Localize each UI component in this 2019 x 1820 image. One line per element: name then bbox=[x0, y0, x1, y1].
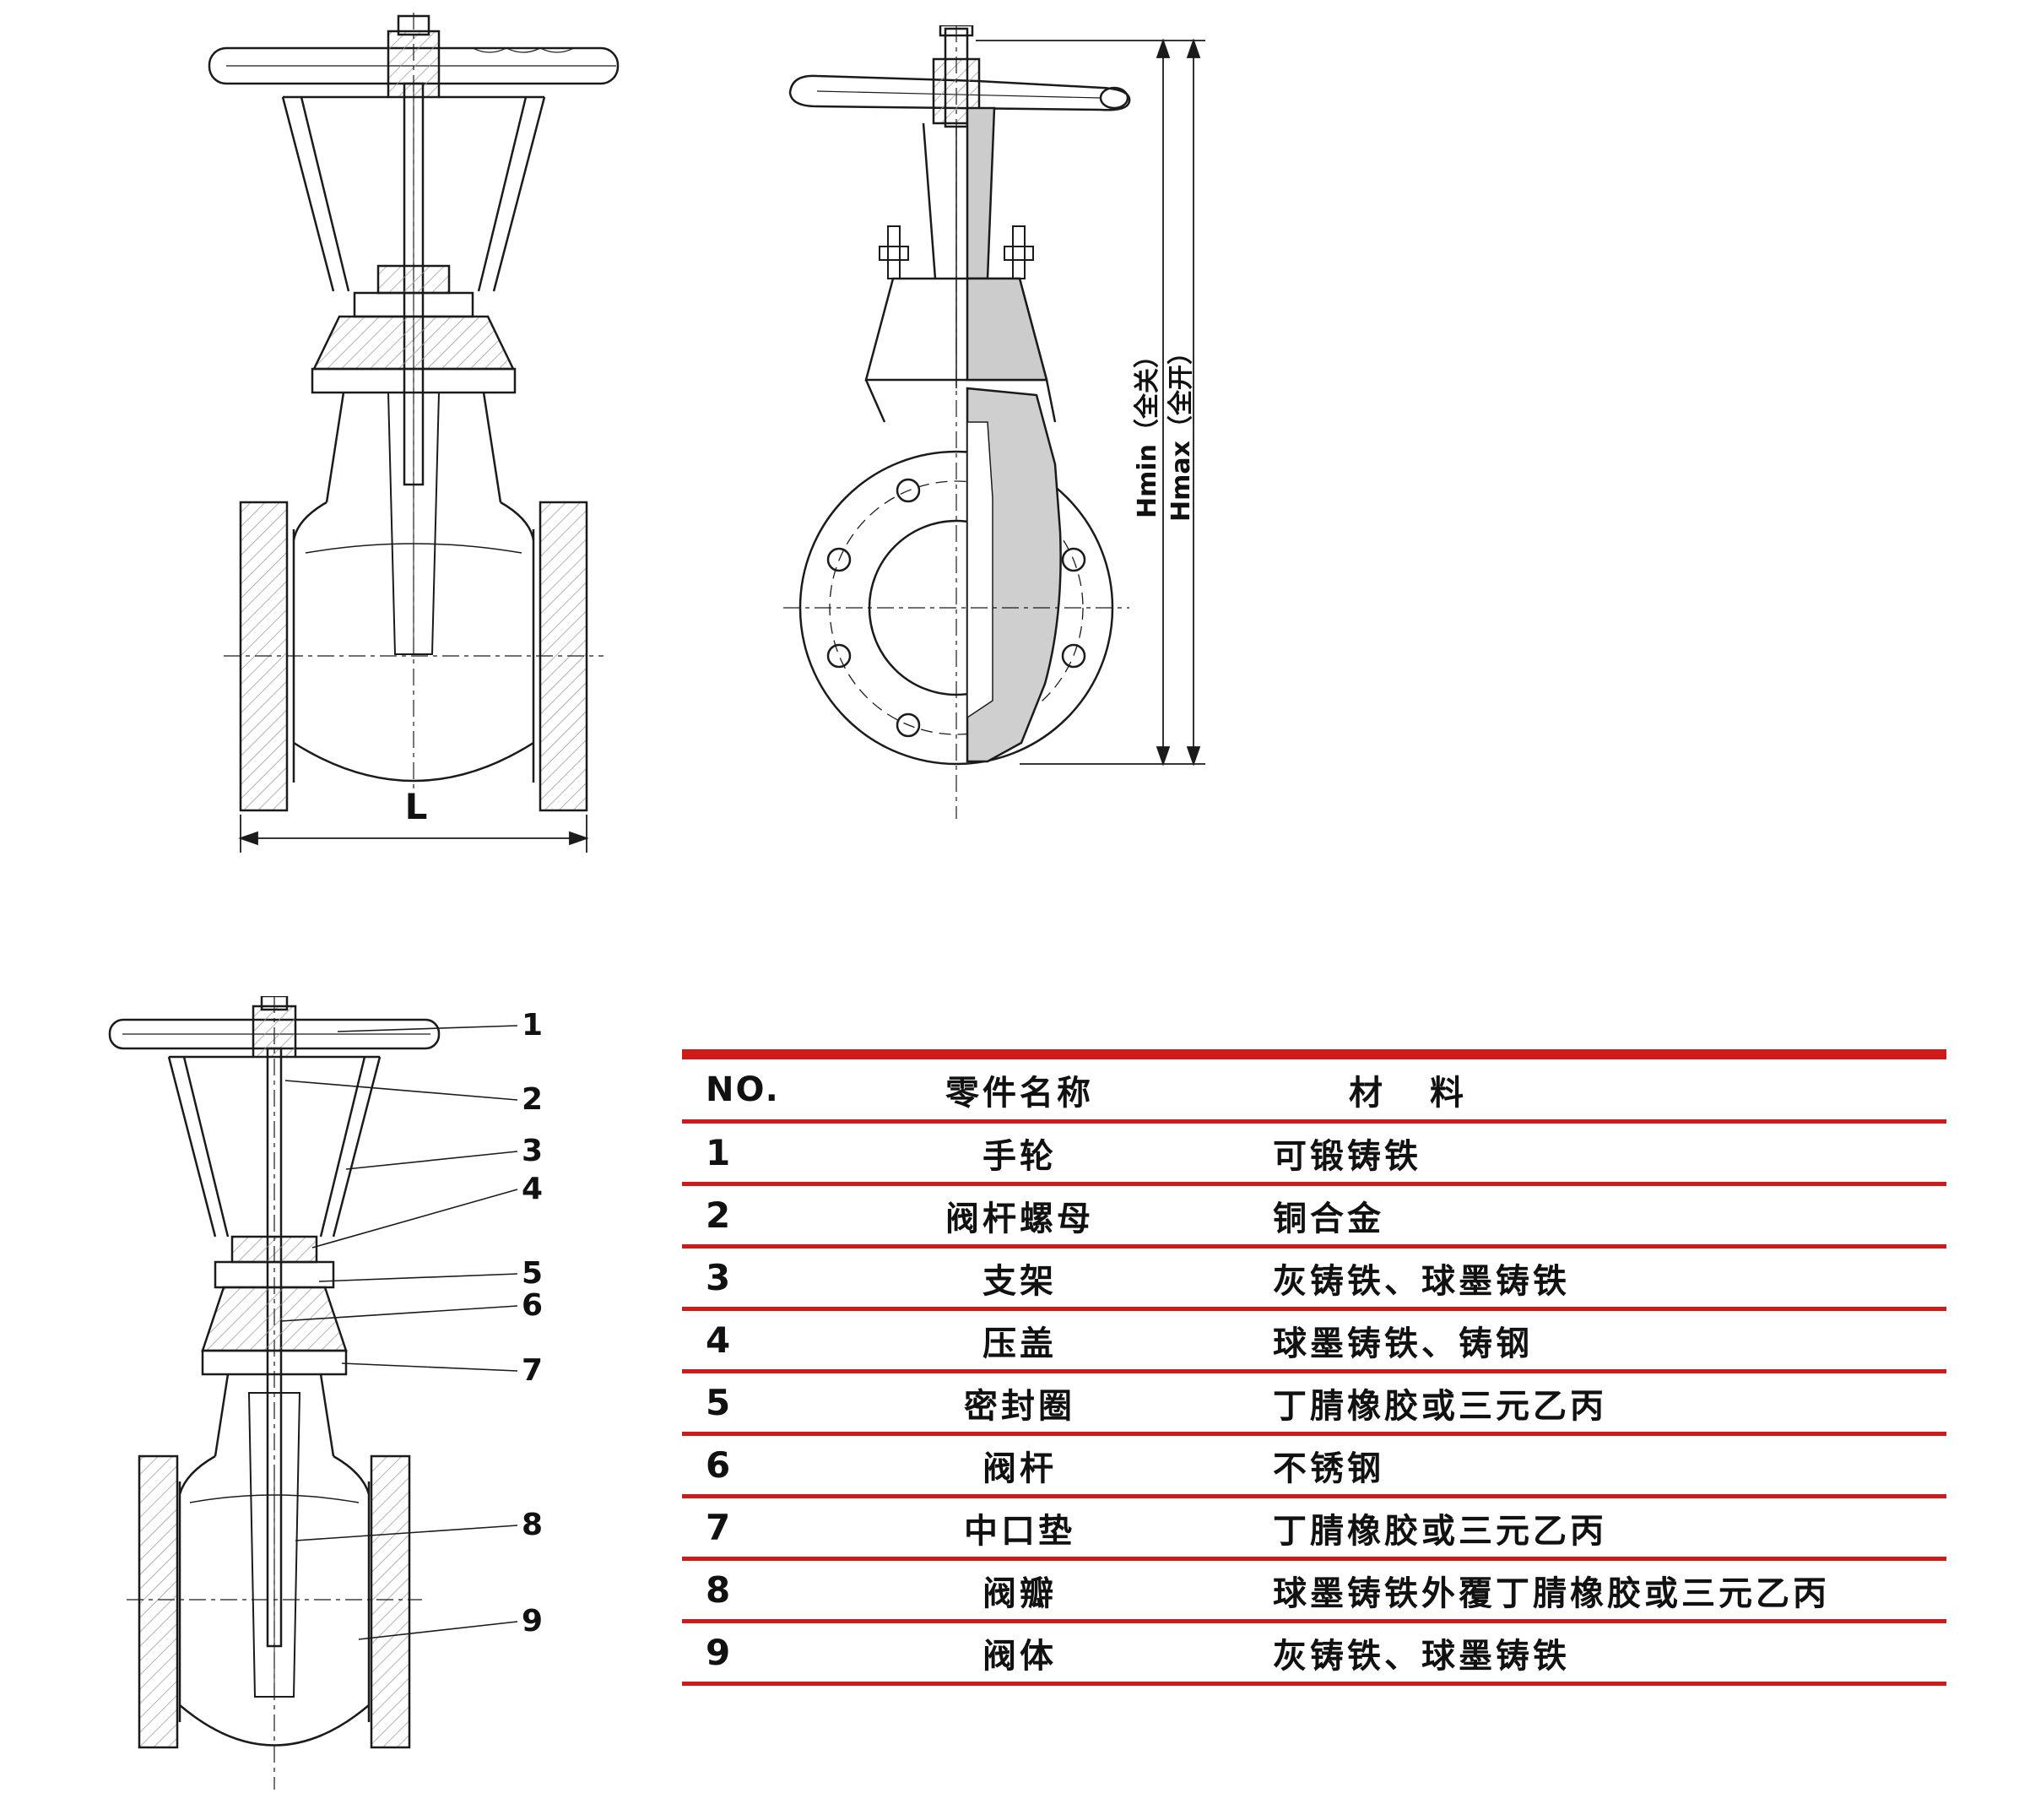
table-row: 3 支架 灰铸铁、球墨铸铁 bbox=[682, 1249, 1946, 1311]
dimension-hmax-label: Hmax（全开） bbox=[1166, 339, 1196, 522]
centerlines bbox=[783, 25, 1129, 819]
valve-section-view: 1 2 3 4 5 6 7 8 9 bbox=[59, 996, 566, 1806]
cell-material: 丁腈橡胶或三元乙丙 bbox=[1273, 1511, 1607, 1551]
parts-table: NO. 零件名称 材 料 1 手轮 可锻铸铁 2 阀杆螺母 铜合金 3 支架 灰… bbox=[682, 1049, 1946, 1686]
cell-no: 3 bbox=[706, 1257, 733, 1298]
dimension-L-lines bbox=[238, 815, 589, 853]
callout-leader-lines bbox=[280, 1025, 518, 1640]
cell-no: 1 bbox=[706, 1132, 733, 1173]
table-header-row: NO. 零件名称 材 料 bbox=[682, 1059, 1946, 1124]
cell-part-name: 压盖 bbox=[982, 1324, 1057, 1363]
table-row: 7 中口垫 丁腈橡胶或三元乙丙 bbox=[682, 1498, 1946, 1561]
gate-valve-front-view-drawing bbox=[208, 13, 620, 853]
table-row: 1 手轮 可锻铸铁 bbox=[682, 1124, 1946, 1186]
table-row: 5 密封圈 丁腈橡胶或三元乙丙 bbox=[682, 1373, 1946, 1436]
cell-no: 5 bbox=[706, 1382, 733, 1423]
callout-6: 6 bbox=[522, 1288, 544, 1323]
callout-8: 8 bbox=[522, 1508, 544, 1542]
table-row: 4 压盖 球墨铸铁、铸钢 bbox=[682, 1311, 1946, 1373]
callout-4: 4 bbox=[522, 1172, 544, 1206]
header-material: 材 料 bbox=[1349, 1073, 1470, 1113]
cell-no: 9 bbox=[706, 1632, 733, 1673]
cell-material: 灰铸铁、球墨铸铁 bbox=[1273, 1636, 1570, 1676]
cell-part-name: 阀杆螺母 bbox=[945, 1199, 1094, 1238]
cell-material: 灰铸铁、球墨铸铁 bbox=[1273, 1261, 1570, 1301]
table-row: 9 阀体 灰铸铁、球墨铸铁 bbox=[682, 1623, 1946, 1686]
table-row: 6 阀杆 不锈钢 bbox=[682, 1436, 1946, 1498]
table-row: 2 阀杆螺母 铜合金 bbox=[682, 1186, 1946, 1249]
header-no: NO. bbox=[706, 1070, 780, 1109]
gate-valve-side-view-drawing bbox=[783, 25, 1205, 819]
callout-7: 7 bbox=[522, 1353, 544, 1388]
dimension-H-lines bbox=[976, 38, 1205, 766]
dimension-L-label: L bbox=[404, 786, 428, 827]
centerlines bbox=[224, 13, 604, 815]
callout-3: 3 bbox=[522, 1134, 544, 1168]
handwheel-icon bbox=[788, 57, 1131, 125]
valve-front-view: L bbox=[110, 13, 753, 863]
cell-no: 7 bbox=[706, 1507, 733, 1548]
yoke bbox=[167, 1055, 382, 1238]
cell-part-name: 阀体 bbox=[982, 1636, 1057, 1676]
cell-part-name: 阀杆 bbox=[982, 1449, 1057, 1488]
centerlines bbox=[127, 996, 422, 1790]
cell-part-name: 阀瓣 bbox=[982, 1574, 1057, 1613]
cell-part-name: 手轮 bbox=[982, 1136, 1057, 1176]
cell-material: 丁腈橡胶或三元乙丙 bbox=[1273, 1386, 1607, 1426]
cell-part-name: 中口垫 bbox=[964, 1511, 1075, 1551]
callout-2: 2 bbox=[522, 1082, 544, 1117]
valve-body bbox=[138, 1373, 411, 1749]
callout-9: 9 bbox=[522, 1604, 544, 1639]
dimension-hmin-label: Hmin（全关） bbox=[1133, 343, 1162, 519]
cell-material: 球墨铸铁、铸钢 bbox=[1273, 1324, 1533, 1363]
table-row: 8 阀瓣 球墨铸铁外覆丁腈橡胶或三元乙丙 bbox=[682, 1561, 1946, 1623]
body-section bbox=[966, 387, 1062, 763]
cell-no: 8 bbox=[706, 1569, 733, 1611]
cell-no: 2 bbox=[706, 1194, 733, 1236]
callout-5: 5 bbox=[522, 1256, 544, 1291]
cell-part-name: 支架 bbox=[982, 1261, 1057, 1301]
cell-material: 铜合金 bbox=[1273, 1199, 1384, 1238]
header-part-name: 零件名称 bbox=[945, 1073, 1094, 1113]
yoke bbox=[922, 106, 996, 280]
cell-no: 6 bbox=[706, 1444, 733, 1486]
yoke bbox=[281, 95, 546, 292]
bonnet bbox=[864, 277, 1057, 423]
cell-material: 球墨铸铁外覆丁腈橡胶或三元乙丙 bbox=[1273, 1574, 1830, 1613]
cell-material: 可锻铸铁 bbox=[1273, 1136, 1421, 1176]
valve-side-view: Hmin（全关） Hmax（全开） bbox=[766, 25, 1217, 856]
cell-part-name: 密封圈 bbox=[964, 1386, 1075, 1426]
callout-1: 1 bbox=[522, 1008, 544, 1043]
gate-valve-section-view-drawing bbox=[108, 996, 518, 1790]
cell-no: 4 bbox=[706, 1319, 733, 1361]
cell-material: 不锈钢 bbox=[1273, 1449, 1384, 1488]
